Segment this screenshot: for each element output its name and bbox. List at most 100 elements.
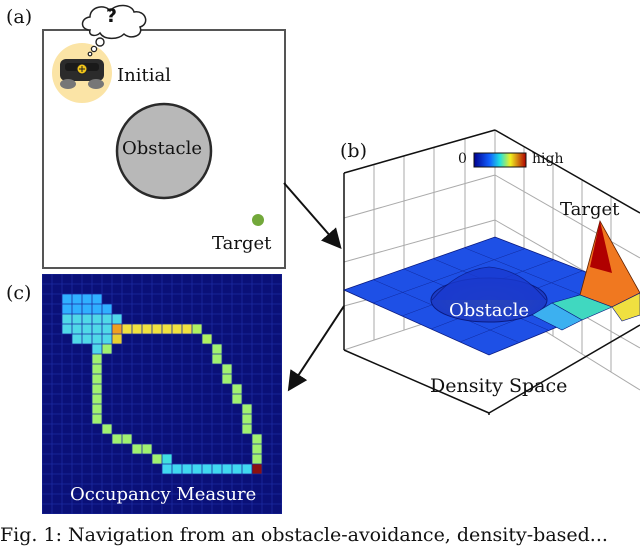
robot-icon xyxy=(60,59,104,89)
occupancy-cell xyxy=(102,424,112,434)
occupancy-cell xyxy=(182,324,192,334)
target-peak-label: Target xyxy=(560,199,620,220)
panel-a-label: (a) xyxy=(6,6,33,28)
occupancy-cell xyxy=(82,334,92,344)
occupancy-cell xyxy=(112,314,122,324)
density-surface-plot xyxy=(342,129,640,415)
occupancy-cell xyxy=(102,324,112,334)
target-dot xyxy=(252,214,264,226)
occupancy-cell xyxy=(172,324,182,334)
occupancy-cell xyxy=(242,424,252,434)
occupancy-cell xyxy=(192,464,202,474)
occupancy-cell xyxy=(92,334,102,344)
occupancy-cell xyxy=(92,384,102,394)
panel-c-label: (c) xyxy=(6,282,32,304)
occupancy-cell xyxy=(162,454,172,464)
occupancy-title: Occupancy Measure xyxy=(70,484,257,505)
occupancy-cell xyxy=(122,434,132,444)
occupancy-cell xyxy=(92,374,102,384)
occupancy-cell xyxy=(92,404,102,414)
occupancy-cell xyxy=(222,374,232,384)
occupancy-cell xyxy=(82,324,92,334)
occupancy-cell xyxy=(72,324,82,334)
figure-caption: Fig. 1: Navigation from an obstacle-avoi… xyxy=(0,524,608,546)
occupancy-cell xyxy=(232,464,242,474)
occupancy-cell xyxy=(232,394,242,404)
occupancy-cell xyxy=(242,404,252,414)
workspace-canvas xyxy=(52,43,264,226)
occupancy-cell xyxy=(202,334,212,344)
occupancy-cell xyxy=(222,464,232,474)
occupancy-cell xyxy=(242,414,252,424)
occupancy-cell xyxy=(132,324,142,334)
occupancy-cell xyxy=(92,304,102,314)
occupancy-cell xyxy=(102,334,112,344)
obstacle-pit-label: Obstacle xyxy=(449,300,529,321)
colorbar-high-label: high xyxy=(532,151,564,167)
occupancy-cell xyxy=(82,304,92,314)
occupancy-cell xyxy=(212,354,222,364)
occupancy-cell xyxy=(62,314,72,324)
occupancy-cell xyxy=(142,444,152,454)
occupancy-cell xyxy=(112,334,122,344)
obstacle-circle xyxy=(115,102,213,200)
obstacle-label: Obstacle xyxy=(122,138,202,159)
occupancy-cell xyxy=(92,354,102,364)
occupancy-cell xyxy=(92,394,102,404)
occupancy-cell xyxy=(92,364,102,374)
occupancy-cell xyxy=(252,444,262,454)
occupancy-cell xyxy=(102,304,112,314)
occupancy-cell xyxy=(212,344,222,354)
target-peak xyxy=(579,219,640,308)
occupancy-cell xyxy=(82,314,92,324)
occupancy-cell xyxy=(192,324,202,334)
occupancy-cell xyxy=(62,304,72,314)
occupancy-cell xyxy=(152,324,162,334)
occupancy-cell xyxy=(62,294,72,304)
occupancy-cell xyxy=(202,464,212,474)
occupancy-cell xyxy=(232,384,242,394)
occupancy-cell xyxy=(252,434,262,444)
occupancy-cell xyxy=(242,464,252,474)
target-label: Target xyxy=(212,233,272,254)
occupancy-cell xyxy=(92,294,102,304)
occupancy-cell xyxy=(162,324,172,334)
colorbar-low-label: 0 xyxy=(458,151,467,167)
occupancy-cell xyxy=(92,414,102,424)
occupancy-grid xyxy=(42,274,282,514)
occupancy-cell xyxy=(62,324,72,334)
occupancy-cell xyxy=(122,324,132,334)
arrow-b-to-c xyxy=(287,305,345,392)
occupancy-cell xyxy=(102,344,112,354)
occupancy-panel: Occupancy Measure xyxy=(42,274,282,514)
occupancy-cell xyxy=(72,314,82,324)
box-edges xyxy=(343,129,640,415)
occupancy-cell xyxy=(112,434,122,444)
occupancy-cell xyxy=(132,444,142,454)
occupancy-cell xyxy=(212,464,222,474)
occupancy-cell xyxy=(72,334,82,344)
occupancy-cell xyxy=(72,304,82,314)
occupancy-cell xyxy=(102,314,112,324)
occupancy-cell xyxy=(172,464,182,474)
panel-b-label: (b) xyxy=(340,140,367,162)
density-panel: 0 high Target Obstacle Density Space xyxy=(282,125,640,415)
occupancy-cell xyxy=(182,464,192,474)
density-space-label: Density Space xyxy=(430,375,568,397)
arrow-a-to-b xyxy=(283,182,342,250)
occupancy-cell xyxy=(252,454,262,464)
occupancy-cell xyxy=(222,364,232,374)
colorbar xyxy=(473,152,527,168)
occupancy-cell xyxy=(92,344,102,354)
question-mark: ? xyxy=(106,5,118,27)
occupancy-cell xyxy=(92,324,102,334)
workspace-panel: Initial Obstacle Target xyxy=(42,29,286,269)
occupancy-cell xyxy=(162,464,172,474)
occupancy-cell xyxy=(72,294,82,304)
initial-label: Initial xyxy=(117,65,171,86)
occupancy-cell xyxy=(252,464,262,474)
occupancy-cell xyxy=(92,314,102,324)
occupancy-cell xyxy=(152,454,162,464)
occupancy-cell xyxy=(112,324,122,334)
